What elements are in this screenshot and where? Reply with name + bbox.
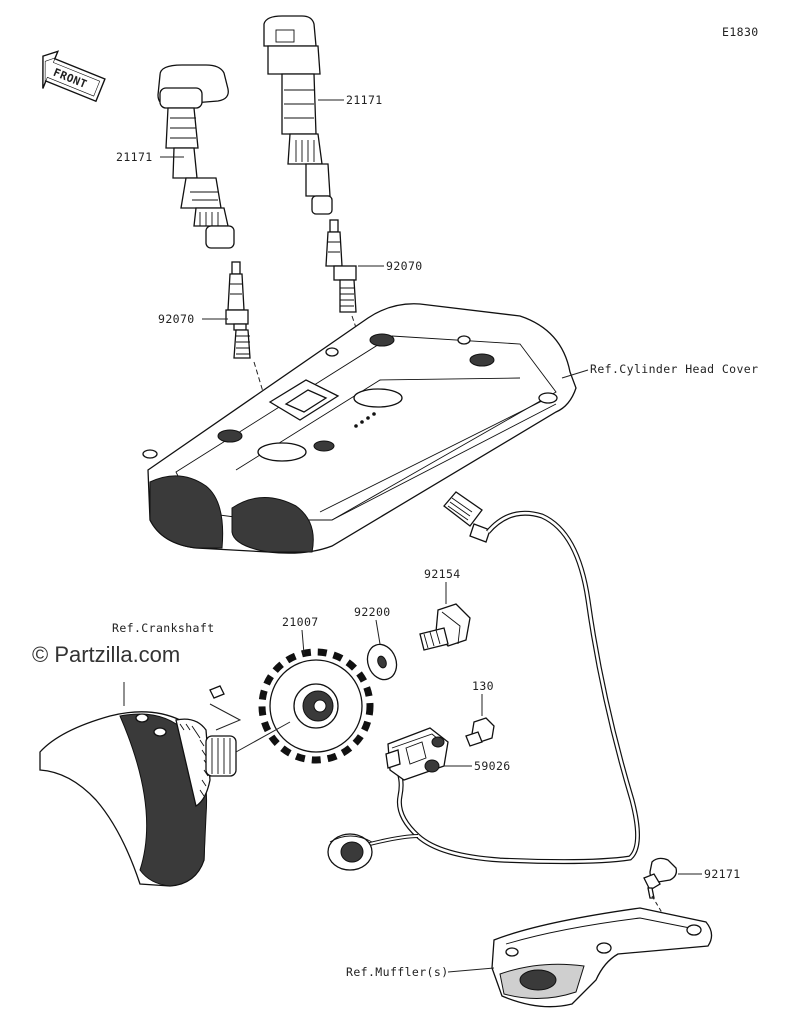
- wire-harness: [361, 491, 640, 865]
- guide-grommet: [651, 895, 665, 917]
- callout-bolt: 92154: [424, 567, 461, 581]
- guide-key-line: [209, 703, 242, 731]
- guide-crank-to-rotor: [235, 721, 291, 753]
- callout-sensor: 59026: [474, 759, 511, 773]
- washer-92200: [366, 643, 398, 681]
- callout-crankshaft: Ref.Crankshaft: [112, 621, 215, 635]
- muffler-bracket: [491, 907, 713, 1008]
- callout-sensor-bolt: 130: [472, 679, 494, 693]
- callout-muffler: Ref.Muffler(s): [346, 965, 449, 979]
- harness-grommet: [327, 833, 373, 871]
- bolt-130: [465, 717, 495, 747]
- grommet-92171: [643, 857, 678, 899]
- spark-plug-right: [325, 219, 357, 313]
- ignition-coil-left: [157, 64, 235, 249]
- cylinder-head-cover: [142, 303, 577, 554]
- leader-muffler: [447, 967, 495, 973]
- pickup-sensor-59026: [385, 727, 449, 781]
- woodruff-key: [209, 685, 225, 699]
- callout-rotor: 21007: [282, 615, 319, 629]
- callout-coil-left: 21171: [116, 150, 153, 164]
- front-arrow-icon: FRONT: [42, 50, 106, 103]
- bolt-92154: [419, 603, 471, 651]
- callout-plug-right: 92070: [386, 259, 423, 273]
- timing-rotor-21007: [258, 648, 374, 764]
- spark-plug-left: [225, 261, 251, 359]
- ignition-coil-right: [263, 15, 333, 215]
- crankshaft-assembly: [39, 711, 237, 887]
- watermark-text: © Partzilla.com: [32, 642, 180, 667]
- leader-washer: [375, 619, 381, 645]
- callout-coil-right: 21171: [346, 93, 383, 107]
- callout-grommet: 92171: [704, 867, 741, 881]
- callout-cylinder-head-cover: Ref.Cylinder Head Cover: [590, 362, 758, 376]
- diagram-code: E1830: [722, 25, 759, 39]
- callout-plug-left: 92070: [158, 312, 195, 326]
- leader-rotor: [301, 629, 305, 655]
- leader-head-cover: [561, 369, 589, 379]
- callout-washer: 92200: [354, 605, 391, 619]
